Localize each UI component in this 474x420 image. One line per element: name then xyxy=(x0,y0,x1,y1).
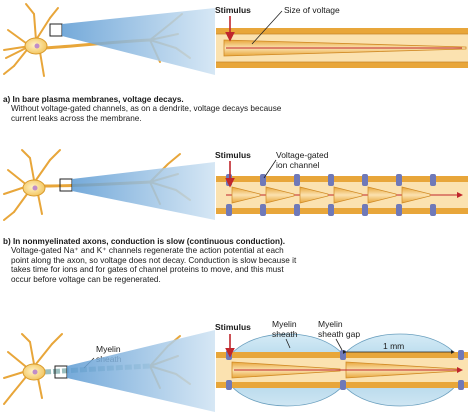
panel-c: Myelin sheath Stimulus M xyxy=(3,319,468,412)
ion-channel xyxy=(362,204,368,216)
caption-a-body: Without voltage-gated channels, as on a … xyxy=(11,104,282,123)
zoom-banner-b xyxy=(72,162,215,220)
caption-a: a) In bare plasma membranes, voltage dec… xyxy=(3,95,303,123)
ion-channel xyxy=(328,204,334,216)
ion-channel xyxy=(294,204,300,216)
ion-channel xyxy=(430,174,436,186)
ion-channel xyxy=(430,204,436,216)
gap-label-line1: Myelin xyxy=(318,319,343,329)
voltage-wave xyxy=(231,186,431,204)
nonmyelinated-axon-tube xyxy=(216,174,468,216)
regenerated-voltage xyxy=(367,186,397,204)
voltage-size-label: Size of voltage xyxy=(284,5,340,15)
myelinated-axon-tube xyxy=(216,333,468,407)
zoom-banner-a xyxy=(62,8,215,75)
scale-bar: 1 mm xyxy=(342,341,455,354)
channel-label-line1: Voltage-gated xyxy=(276,150,329,160)
ion-channel xyxy=(328,174,334,186)
regenerated-voltage xyxy=(265,186,295,204)
ion-channel xyxy=(396,174,402,186)
caption-a-title: a) In bare plasma membranes, voltage dec… xyxy=(3,95,184,104)
ion-channel xyxy=(226,204,232,216)
gap-label-line2: sheath gap xyxy=(318,329,360,339)
neuron-sheath-label-line1: Myelin xyxy=(96,344,121,354)
bare-membrane-tube xyxy=(216,28,468,68)
regenerated-voltage xyxy=(333,186,363,204)
channel-label-line2: ion channel xyxy=(276,160,320,170)
panel-a: Stimulus Size of voltage xyxy=(3,3,468,77)
caption-b-title: b) In nonmyelinated axons, conduction is… xyxy=(3,237,286,246)
stimulus-label-a: Stimulus xyxy=(215,5,251,15)
regenerated-voltage xyxy=(231,186,261,204)
caption-b-body: Voltage-gated Na⁺ and K⁺ channels regene… xyxy=(11,246,297,284)
scale-label: 1 mm xyxy=(383,341,404,351)
stimulus-label-b: Stimulus xyxy=(215,150,251,160)
ion-channel xyxy=(226,174,232,186)
ion-channel xyxy=(260,204,266,216)
ion-channel xyxy=(294,174,300,186)
ion-channel xyxy=(396,204,402,216)
regenerated-voltage xyxy=(299,186,329,204)
zoom-banner-c xyxy=(67,330,215,412)
stimulus-label-c: Stimulus xyxy=(215,322,251,332)
ion-channel xyxy=(362,174,368,186)
regenerated-voltage xyxy=(401,186,431,204)
panel-b: Stimulus Voltage-gated ion channel xyxy=(3,149,468,221)
sheath-label-line1: Myelin xyxy=(272,319,297,329)
caption-b: b) In nonmyelinated axons, conduction is… xyxy=(3,237,303,284)
sheath-label-line2: sheath xyxy=(272,329,298,339)
